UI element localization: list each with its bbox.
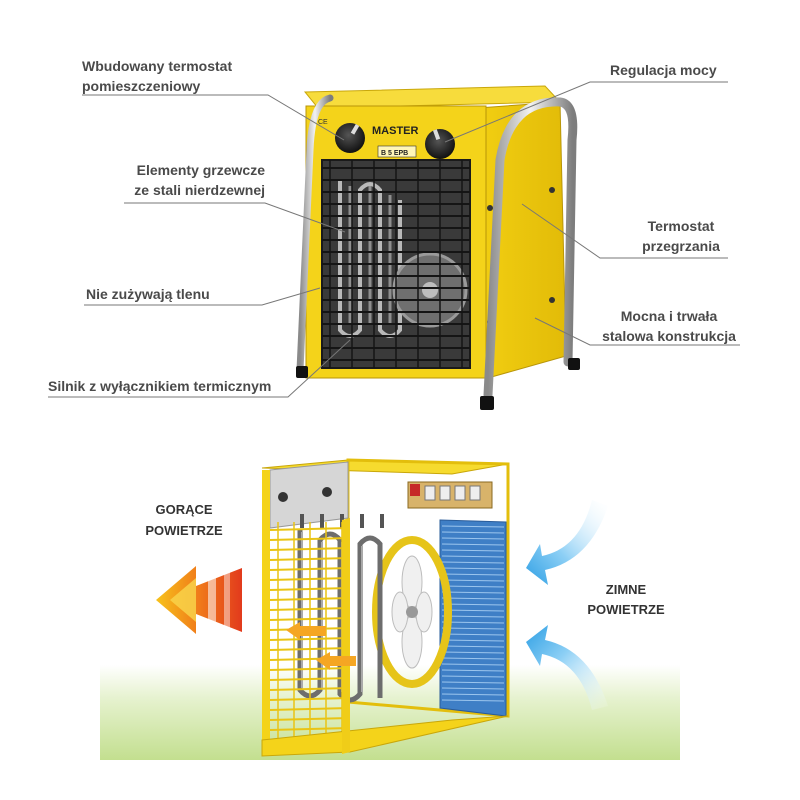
- fan-ring: [372, 536, 452, 688]
- model-label: B 5 EPB: [381, 150, 408, 157]
- knob-icon: [322, 487, 332, 497]
- callout-motor: Silnik z wyłącznikiem termicznym: [48, 376, 271, 396]
- filter-line: [441, 531, 505, 534]
- filter-line: [441, 537, 505, 540]
- callout-text: przegrzania: [642, 238, 720, 254]
- rivet: [549, 187, 555, 193]
- filter-line: [441, 645, 505, 648]
- callout-text: ze stali nierdzewnej: [134, 182, 265, 198]
- callout-text: stalowa konstrukcja: [602, 328, 736, 344]
- inner-hot-arrow: [286, 622, 326, 640]
- callout-lines: [48, 81, 740, 398]
- cold-air-arrow-icon: [526, 500, 608, 585]
- hot-air-arrow-icon: [156, 566, 242, 634]
- thermostat-knob-icon: [335, 123, 365, 153]
- cutaway-front-right-edge: [342, 518, 350, 754]
- callout-text: Termostat: [647, 218, 715, 234]
- filter-line: [441, 549, 505, 552]
- callout-text: Silnik z wyłącznikiem termicznym: [48, 378, 272, 394]
- heater-product: CE MASTER B 5 EPB: [296, 85, 580, 410]
- callout-heating-elements: Elementy grzewcze ze stali nierdzewnej: [110, 160, 265, 200]
- callout-text: Mocna i trwała: [620, 308, 718, 324]
- ce-mark: CE: [318, 119, 328, 126]
- hot-air-label-line2: POWIETRZE: [145, 523, 223, 538]
- chrome-handle: [483, 97, 578, 400]
- filter-line: [441, 573, 505, 576]
- callout-power-control: Regulacja mocy: [610, 60, 717, 80]
- filter-line: [441, 525, 505, 528]
- callout-text: Wbudowany termostat: [82, 58, 233, 74]
- filter-line: [441, 591, 505, 594]
- callout-room-thermostat: Wbudowany termostat pomieszczeniowy: [82, 56, 232, 96]
- callout-line-motor: [48, 339, 351, 398]
- callout-steel-construction: Mocna i trwała stalowa konstrukcja: [590, 306, 748, 346]
- foot: [480, 396, 494, 410]
- filter-line: [441, 627, 505, 630]
- filter-line: [441, 579, 505, 582]
- filter-line: [441, 681, 505, 684]
- callout-line-heating-elements: [124, 202, 346, 233]
- cold-air-arrow-icon: [526, 625, 608, 710]
- rivet: [549, 297, 555, 303]
- filter-line: [441, 567, 505, 570]
- filter-line: [441, 609, 505, 612]
- knob-icon: [278, 492, 288, 502]
- rivet: [487, 205, 493, 211]
- filter-line: [441, 675, 505, 678]
- callout-line-overheat: [521, 203, 728, 259]
- filter-line: [441, 639, 505, 642]
- fan-blades-icon: [391, 555, 433, 669]
- callout-no-oxygen: Nie zużywają tlenu: [86, 284, 210, 304]
- callout-line-power-control: [444, 81, 728, 143]
- filter-line: [441, 687, 505, 690]
- intake-filter-lines: [441, 525, 505, 702]
- filter-line: [441, 597, 505, 600]
- callout-text: pomieszczeniowy: [82, 78, 201, 94]
- cutaway-heating-coils: [297, 530, 383, 703]
- red-switch-icon: [410, 484, 420, 496]
- cold-air-label-line2: POWIETRZE: [587, 602, 665, 617]
- callout-overheat-thermostat: Termostat przegrzania: [626, 216, 736, 256]
- filter-line: [441, 615, 505, 618]
- filter-line: [441, 585, 505, 588]
- filter-line: [441, 555, 505, 558]
- foot: [568, 358, 580, 370]
- cutaway-front-frame: [262, 470, 270, 756]
- cutaway-bottom: [261, 715, 509, 757]
- filter-line: [441, 663, 505, 666]
- filter-line: [441, 651, 505, 654]
- callout-line-no-oxygen: [84, 287, 321, 306]
- callout-text: Regulacja mocy: [610, 62, 717, 78]
- callout-text: Elementy grzewcze: [136, 162, 265, 178]
- chrome-handle-rear: [296, 94, 334, 374]
- filter-line: [441, 621, 505, 624]
- filter-line: [441, 699, 505, 702]
- filter-line: [441, 633, 505, 636]
- filter-line: [441, 669, 505, 672]
- foot: [296, 366, 308, 378]
- filter-line: [441, 693, 505, 696]
- cold-air-label-line1: ZIMNE: [606, 582, 647, 597]
- filter-line: [441, 561, 505, 564]
- callout-text: Nie zużywają tlenu: [86, 286, 210, 302]
- hot-air-label-line1: GORĄCE: [155, 502, 212, 517]
- filter-line: [441, 543, 505, 546]
- filter-line: [441, 603, 505, 606]
- heater-cutaway: [261, 458, 510, 757]
- brand-logo: MASTER: [372, 125, 419, 137]
- callout-line-steel: [534, 317, 740, 346]
- inner-hot-arrow: [316, 652, 356, 670]
- grill-bars: [322, 160, 470, 368]
- power-knob-icon: [425, 129, 455, 159]
- filter-line: [441, 657, 505, 660]
- callout-line-room-thermostat: [82, 94, 345, 141]
